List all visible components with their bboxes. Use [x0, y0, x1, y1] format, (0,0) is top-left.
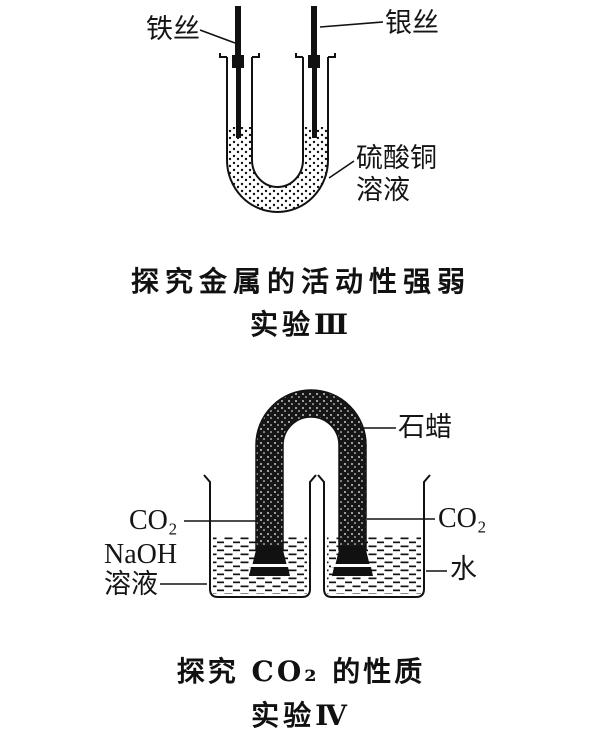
silver-wire: [308, 6, 320, 138]
iron-wire: [232, 6, 244, 138]
naoh-label-line1: NaOH: [104, 539, 178, 570]
left-stopper: [248, 546, 291, 576]
experiment-iii-number: 实验Ⅲ: [249, 308, 353, 341]
tube-rim-left: [219, 53, 260, 58]
water-label: 水: [450, 554, 477, 585]
iron-wire-label: 铁丝: [146, 14, 200, 45]
solution-label-line1: 硫酸铜: [356, 143, 437, 174]
paraffin-arch-tube: [255, 389, 367, 551]
paraffin-label: 石蜡: [398, 412, 452, 443]
left-beaker: [203, 474, 317, 598]
experiment-iii-caption: 探究金属的活动性强弱: [130, 265, 471, 298]
iron-wire-pointer-line: [199, 29, 236, 44]
co2-right-label: CO₂: [438, 503, 487, 534]
co2-apparatus: [160, 389, 447, 598]
u-tube-outline: [226, 57, 329, 213]
solution-pointer-line: [328, 160, 355, 179]
right-stopper: [331, 546, 374, 576]
co2-left-label: CO₂: [129, 505, 178, 536]
solution-label-line2: 溶液: [356, 175, 410, 206]
right-beaker: [317, 474, 431, 598]
naoh-label-line2: 溶液: [104, 569, 158, 600]
copper-sulfate-solution: [227, 127, 328, 213]
u-tube-apparatus: [199, 6, 384, 213]
experiment-iv-caption: 探究 CO₂ 的性质: [176, 655, 426, 688]
tube-rim-right: [295, 53, 336, 58]
silver-wire-label: 银丝: [385, 8, 439, 39]
silver-wire-pointer-line: [319, 21, 384, 28]
experiment-iv-number: 实验Ⅳ: [251, 699, 351, 732]
